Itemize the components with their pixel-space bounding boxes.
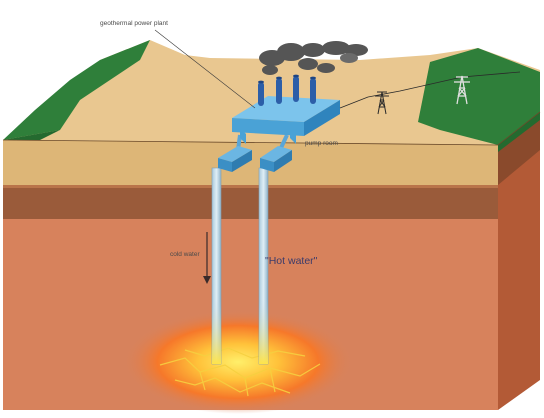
- cold-water-label: cold water: [170, 251, 200, 258]
- plant-leader-line: [154, 29, 256, 109]
- side-topsoil: [498, 112, 540, 185]
- wellhead-left: [218, 146, 252, 172]
- pump-room-label: pump room: [305, 140, 338, 147]
- power-tower-icon: [454, 75, 470, 105]
- magma-glow: [123, 310, 353, 414]
- injection-well: [211, 167, 222, 365]
- power-line: [367, 71, 521, 98]
- power-plant-label: geothermal power plant: [100, 20, 168, 27]
- block-side-face: [498, 112, 540, 410]
- wellhead-right: [260, 146, 292, 172]
- grass-right-edge: [498, 112, 540, 152]
- hot-water-label: "Hot water": [265, 255, 318, 267]
- topsoil-layer: [3, 185, 498, 219]
- down-arrow-icon: [203, 232, 211, 284]
- chimneys: [258, 74, 316, 106]
- power-tower-icon: [375, 91, 389, 115]
- grass-left-side: [3, 130, 60, 140]
- surface-front-lip: [3, 140, 498, 185]
- magma-cracks: [159, 347, 321, 397]
- grass-right: [418, 48, 540, 145]
- grass-left: [3, 40, 150, 140]
- smoke-icon: [259, 41, 368, 75]
